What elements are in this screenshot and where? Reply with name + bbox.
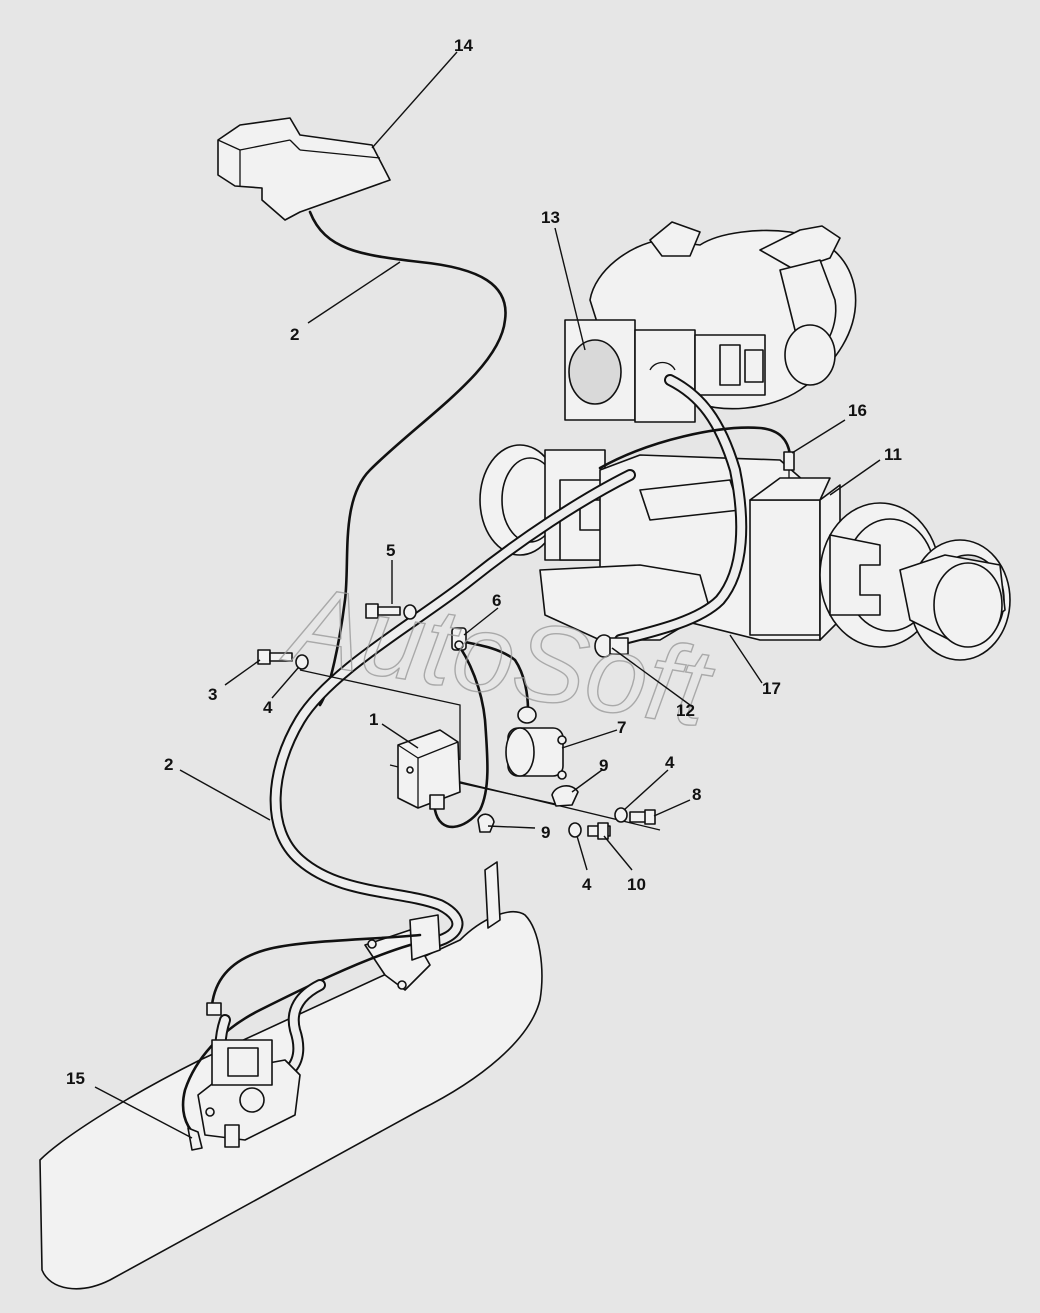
part-6-clip <box>451 627 467 651</box>
callout-6: 6 <box>492 591 501 610</box>
part-2-harness-lower <box>269 469 636 951</box>
callout-12: 12 <box>676 701 695 720</box>
callout-10: 10 <box>627 875 646 894</box>
part-4-washer-b <box>614 807 628 823</box>
callout-15: 15 <box>66 1069 85 1088</box>
part-14-sensor-box <box>217 117 391 221</box>
part-10-bolt <box>587 822 611 840</box>
part-4-washer-c <box>568 822 582 838</box>
callout-2-lower: 2 <box>164 755 173 774</box>
part-1-control-module <box>397 729 461 810</box>
callout-16: 16 <box>848 401 867 420</box>
callout-17: 17 <box>762 679 781 698</box>
callout-4-a: 4 <box>263 698 273 717</box>
part-5-bolt <box>365 603 401 619</box>
leader-lines <box>94 51 881 1139</box>
callout-14: 14 <box>454 36 473 55</box>
callout-1: 1 <box>369 710 378 729</box>
callout-4-c: 4 <box>582 875 592 894</box>
part-15-valve <box>181 933 422 1151</box>
part-7-actuator <box>505 706 567 780</box>
part-4-washer-a <box>295 654 309 670</box>
part-8-bolt <box>629 809 656 825</box>
callout-4-b: 4 <box>665 753 675 772</box>
part-9-clamp-b <box>477 813 495 833</box>
part-16-sensor <box>598 426 795 478</box>
callout-13: 13 <box>541 208 560 227</box>
callout-11: 11 <box>884 445 902 464</box>
part-2-cable-upper <box>308 210 507 707</box>
callout-9-a: 9 <box>599 756 608 775</box>
part-13-pump-assembly <box>564 221 857 423</box>
callout-9-b: 9 <box>541 823 550 842</box>
part-17-hose <box>614 374 748 646</box>
part-3-bolt <box>257 649 293 665</box>
callouts: 14 2 13 16 11 5 6 3 4 1 7 12 17 2 9 4 8 … <box>66 36 902 1088</box>
callout-2-upper: 2 <box>290 325 299 344</box>
callout-7: 7 <box>617 718 626 737</box>
callout-3: 3 <box>208 685 217 704</box>
part-9-clamp-a <box>551 785 579 807</box>
callout-5: 5 <box>386 541 395 560</box>
callout-8: 8 <box>692 785 701 804</box>
washer-5 <box>403 604 417 620</box>
part-12-fitting <box>594 634 629 658</box>
